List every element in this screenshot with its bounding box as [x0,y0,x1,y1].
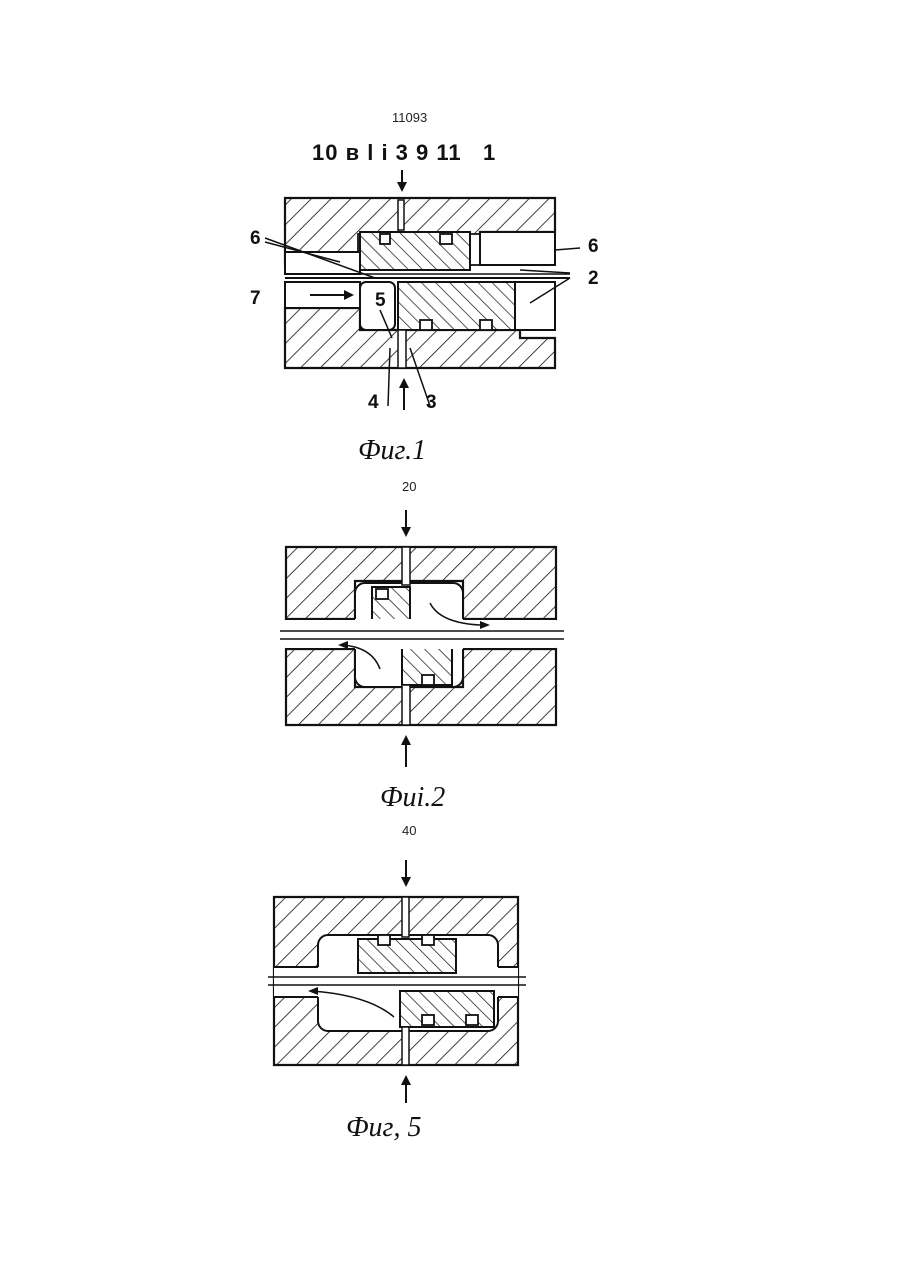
figure1-label-4: 4 [368,392,379,414]
figure1-label-6-right: 6 [588,236,599,258]
figure2-caption: Фиі.2 [380,782,445,814]
figure1-caption: Фиг.1 [358,435,426,467]
document-number: 11093 [392,110,427,125]
line-number-20: 20 [402,479,416,494]
figure5-caption: Фиг, 5 [346,1112,421,1144]
figure1-drawing [280,170,570,410]
figure1-label-7: 7 [250,288,261,310]
figure5-drawing [268,855,530,1105]
figure1-label-2: 2 [588,268,599,290]
figure1-top-labels: 10 в l i 3 9 11 1 [312,140,496,166]
figure1-label-5: 5 [375,290,386,312]
figure1-label-6-left: 6 [250,228,261,250]
figure2-drawing [280,505,570,770]
line-number-40: 40 [402,823,416,838]
figure1-label-3: 3 [426,392,437,414]
